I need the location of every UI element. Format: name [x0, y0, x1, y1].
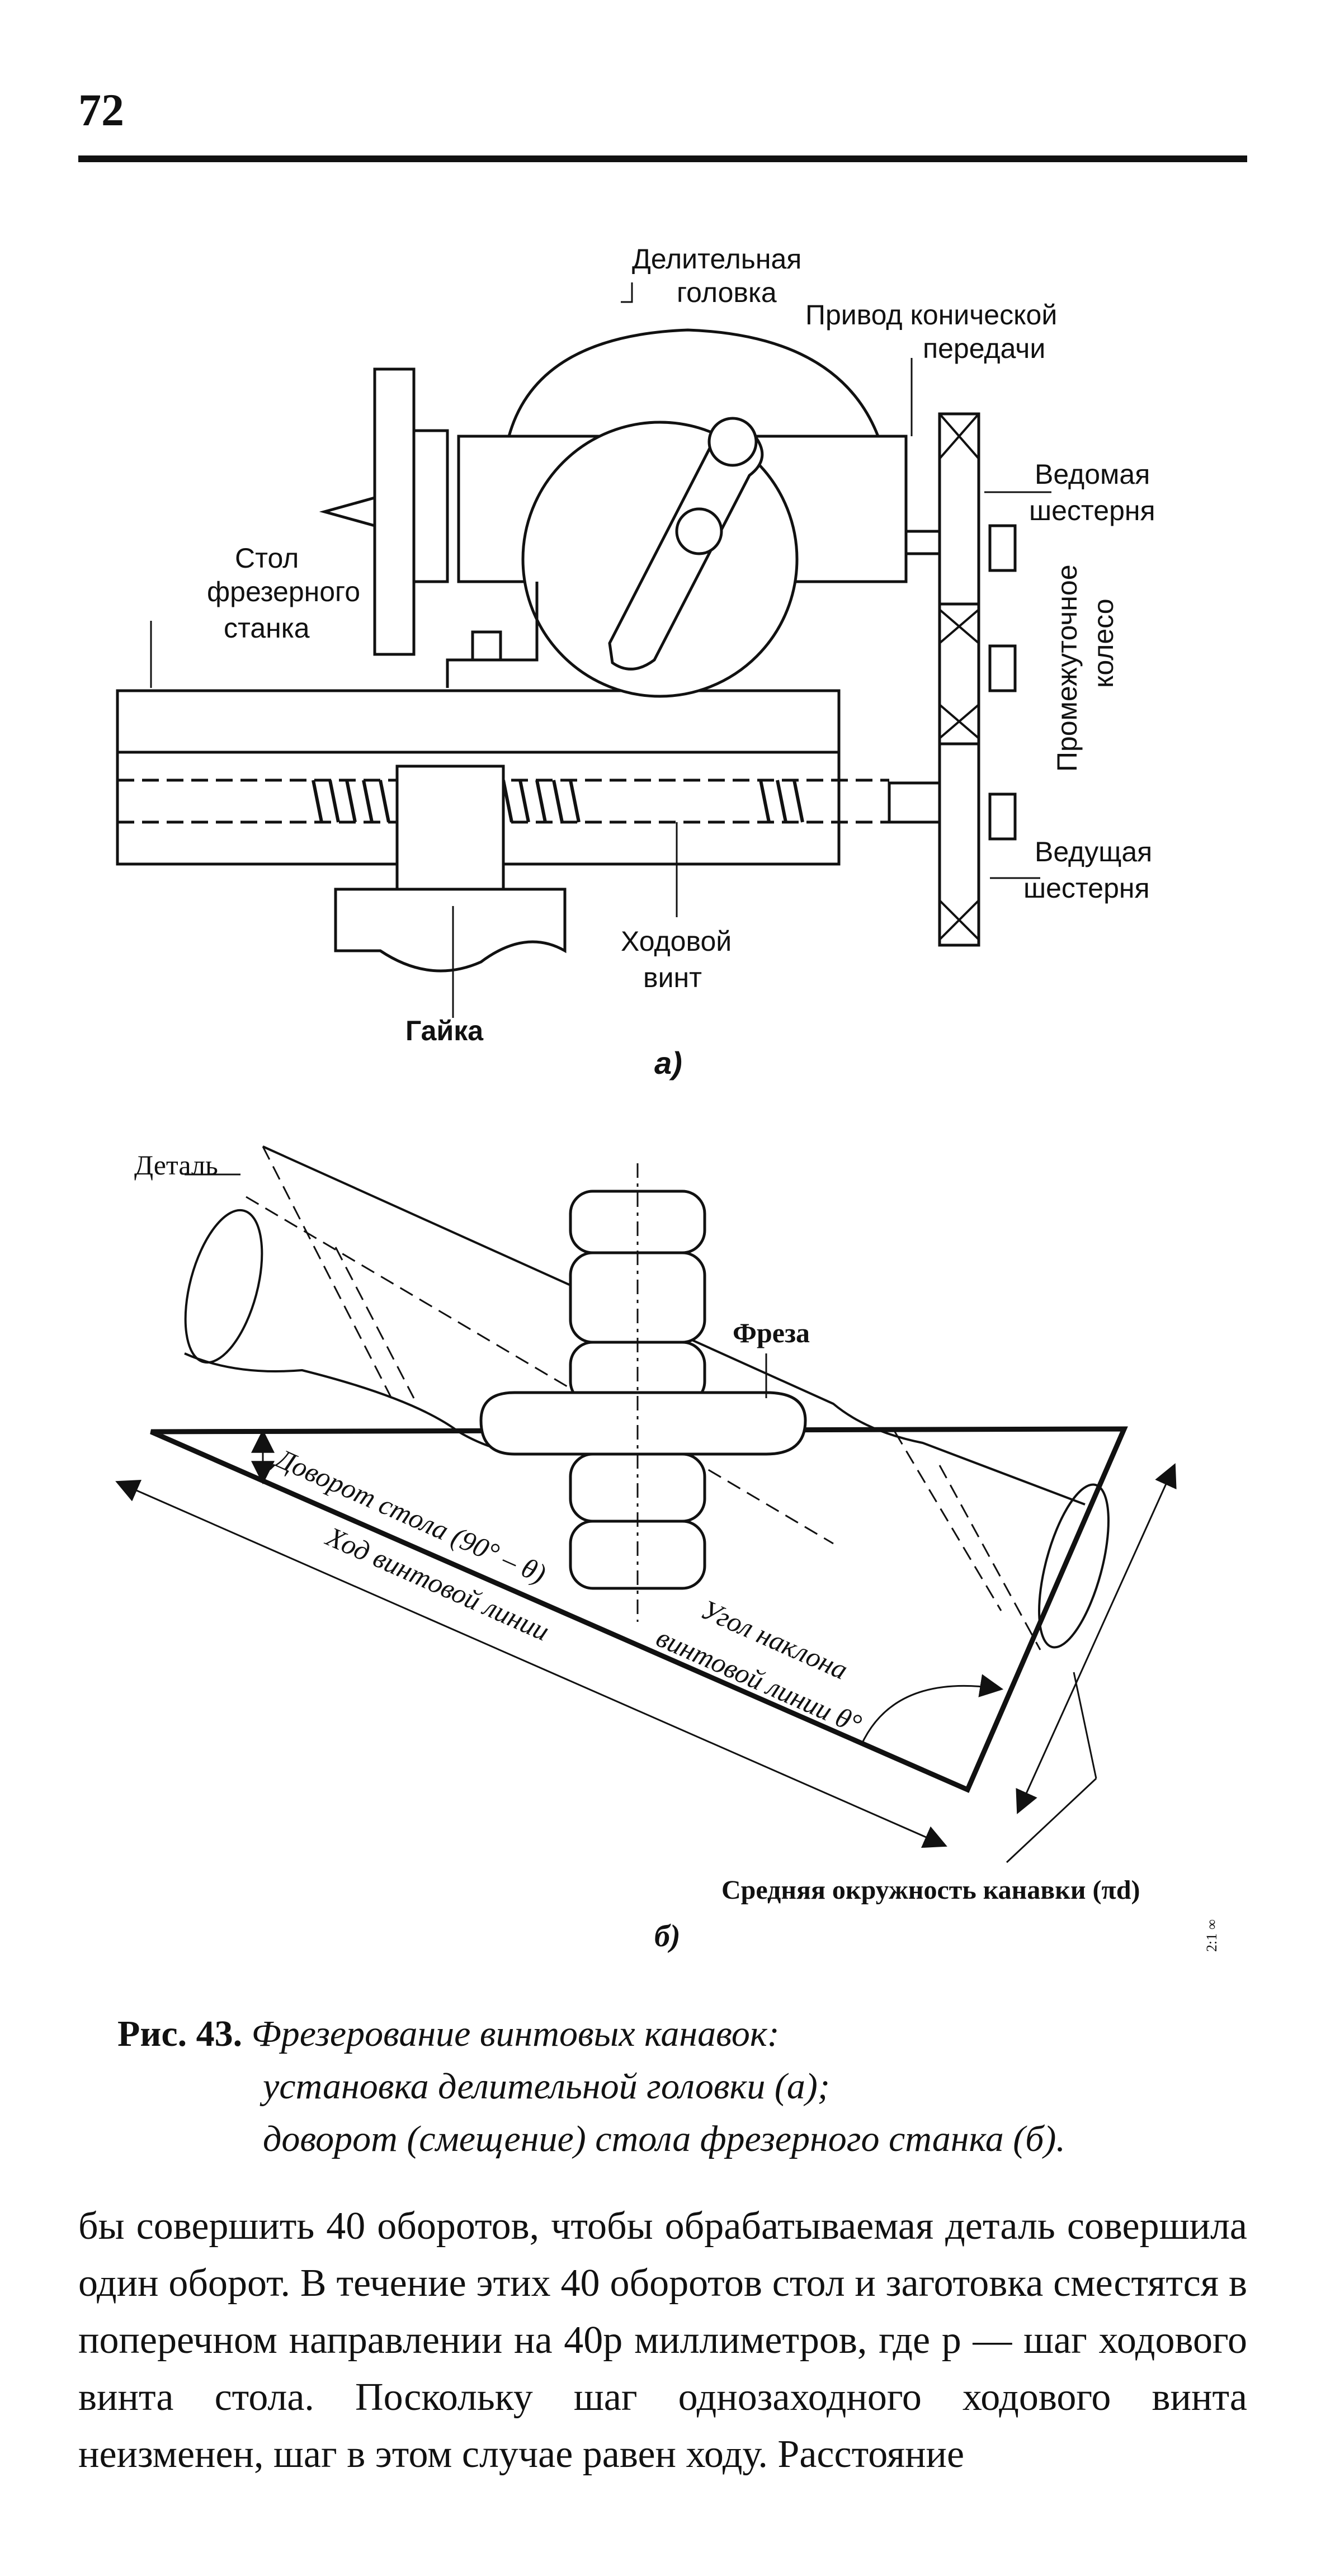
label-dividing-head-2: головка [677, 277, 777, 308]
label-drive-gear-1: Ведущая [1035, 836, 1152, 867]
figure-b [115, 1145, 1177, 1863]
center-point [319, 496, 376, 528]
header-rule [78, 155, 1247, 162]
gear-cross-marks [938, 413, 980, 941]
circumference-dimension [1016, 1463, 1177, 1814]
label-dividing-head-1: Делительная [632, 243, 801, 275]
workpiece-end-ellipse [184, 1209, 263, 1364]
label-cutter: Фреза [733, 1317, 810, 1348]
label-bevel-drive-2: передачи [923, 333, 1045, 364]
page-number: 72 [78, 84, 124, 135]
dividing-head-arc [507, 328, 880, 437]
label-lead-screw-1: Ходовой [621, 926, 732, 957]
caption-line-1: Фрезерование винтовых канавок: [251, 2013, 780, 2054]
cutter [479, 1190, 807, 1590]
flange [373, 367, 416, 656]
label-driven-gear-1: Ведомая [1035, 459, 1150, 490]
body-paragraph: бы совершить 40 оборотов, чтобы обрабаты… [78, 2205, 1247, 2476]
label-lead-screw-2: винт [643, 962, 702, 993]
figure-a-sublabel: а) [654, 1045, 682, 1081]
figure-a [116, 282, 1051, 1018]
label-table-3: станка [224, 612, 310, 644]
label-nut: Гайка [405, 1015, 484, 1046]
caption-line-2: установка делительной головки (а); [263, 2066, 830, 2107]
crank-knob [675, 507, 723, 555]
helix-lead-dimension [115, 1479, 947, 1848]
nut-base [334, 888, 567, 973]
label-driven-gear-2: шестерня [1029, 495, 1155, 526]
label-workpiece: Деталь [134, 1149, 218, 1181]
label-drive-gear-2: шестерня [1023, 872, 1150, 904]
label-bevel-drive-1: Привод конической [805, 299, 1057, 331]
milling-table [116, 689, 841, 754]
figure-diagrams: Делительная головка Привод конической пе… [115, 243, 1220, 1954]
caption-label: Рис. 43. [117, 2013, 243, 2054]
label-table-2: фрезерного [207, 576, 360, 607]
label-idler-1: Промежуточное [1051, 564, 1083, 772]
figure-b-sublabel: б) [654, 1919, 681, 1954]
label-idler-2: колесо [1088, 599, 1119, 688]
helix-angle-arc [860, 1674, 1004, 1745]
label-table-1: Стол [235, 542, 299, 574]
side-mark: 2:1 ∞ [1204, 1919, 1220, 1952]
nut [395, 765, 505, 891]
caption-line-3: доворот (смещение) стола фрезерного стан… [263, 2119, 1065, 2159]
drive-gear [938, 742, 980, 947]
label-mean-circumference: Средняя окружность канавки (πd) [721, 1875, 1140, 1905]
lead-screw-threads [312, 780, 804, 823]
figure-caption: Рис. 43. Фрезерование винтовых канавок: … [117, 2008, 1236, 2165]
